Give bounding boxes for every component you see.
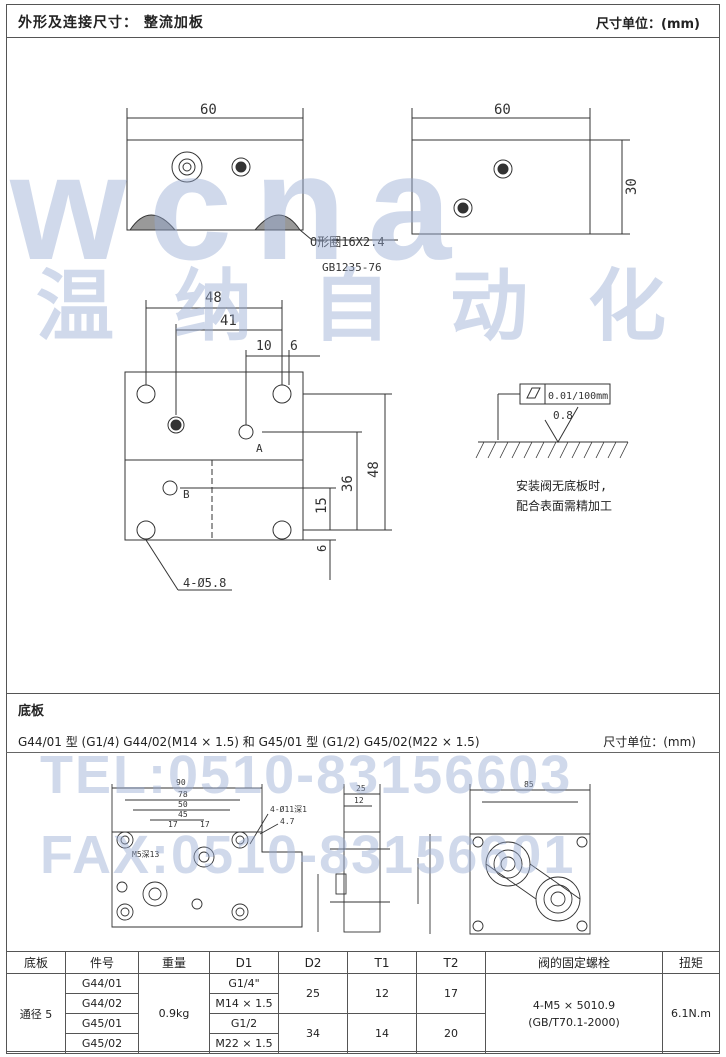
th-bolt: 阀的固定螺栓 — [485, 951, 663, 974]
dim-60-left: 60 — [200, 102, 217, 118]
oring-label: O形圈16X2.4 — [310, 235, 385, 249]
oring-std: GB1235-76 — [322, 261, 382, 274]
bottom-drawing: 90 78 50 45 17 17 25 12 4-Ø11深1 4.7 M5深1… — [111, 778, 591, 935]
dim-15: 15 — [314, 497, 330, 514]
plate-top-view — [124, 371, 304, 541]
cell-torque: 6.1N.m — [662, 973, 720, 1054]
spec-table: 底板 件号 重量 D1 D2 T1 T2 阀的固定螺栓 扭矩 通径 5 G44/… — [6, 951, 720, 1054]
unit-label: 尺寸单位：(mm) — [596, 17, 700, 32]
left-view-body — [126, 139, 304, 231]
cell-t2-a: 17 — [416, 973, 486, 1014]
dim-47: 4.7 — [280, 817, 295, 826]
note-line-1: 安装阀无底板时, — [516, 478, 607, 493]
section2-unit: 尺寸单位：(mm) — [603, 735, 696, 749]
note-line-2: 配合表面需精加工 — [516, 498, 612, 513]
page-title: 外形及连接尺寸： 整流加板 — [18, 15, 204, 31]
page-header: 外形及连接尺寸： 整流加板 尺寸单位：(mm) — [6, 4, 720, 38]
cell-d1: M14 × 1.5 — [209, 993, 279, 1014]
th-torque: 扭矩 — [662, 951, 720, 974]
cell-d1: G1/4" — [209, 973, 279, 994]
dim-85: 85 — [524, 780, 534, 789]
th-d2: D2 — [278, 951, 348, 974]
cell-group: 通径 5 — [6, 973, 66, 1054]
th-t1: T1 — [347, 951, 417, 974]
dim-50: 50 — [178, 800, 188, 809]
dim-41: 41 — [220, 313, 237, 329]
table-row: G45/01 G1/2 34 14 20 — [7, 1013, 720, 1054]
dim-6-top: 6 — [290, 339, 298, 354]
cell-part: G45/02 — [65, 1033, 139, 1054]
dim-45: 45 — [178, 810, 188, 819]
port-a: A — [256, 442, 263, 455]
port-b: B — [183, 488, 190, 501]
dim-78: 78 — [178, 790, 188, 799]
dim-30: 30 — [624, 178, 640, 195]
cell-d1: G1/2 — [209, 1013, 279, 1034]
roughness-value: 0.8 — [553, 409, 573, 422]
section2-title: 底板 — [18, 704, 45, 719]
cell-d2-b: 34 — [278, 1013, 348, 1054]
top-drawing: 60 60 30 O形圈16X2.4 GB1235-76 48 41 10 6 … — [124, 102, 640, 591]
dim-17b: 17 — [200, 820, 210, 829]
bolt-line-2: (GB/T70.1-2000) — [528, 1015, 620, 1029]
cell-part: G44/02 — [65, 993, 139, 1014]
m5-note: M5深13 — [132, 850, 159, 859]
base-plate-outline — [111, 831, 303, 928]
th-base: 底板 — [6, 951, 66, 974]
cell-t1-a: 12 — [347, 973, 417, 1014]
cell-t1-b: 14 — [347, 1013, 417, 1054]
right-view-body — [411, 139, 591, 235]
table-row: G44/02 M14 × 1.5 — [7, 993, 720, 1014]
table-header-row: 底板 件号 重量 D1 D2 T1 T2 阀的固定螺栓 扭矩 — [6, 951, 720, 974]
dim-10: 10 — [256, 339, 272, 354]
table-row: G45/02 M22 × 1.5 — [7, 1033, 720, 1054]
cell-part: G45/01 — [65, 1013, 139, 1034]
cell-d2-a: 25 — [278, 973, 348, 1014]
flatness-tolerance: 0.01/100mm — [548, 391, 608, 402]
section2-divider — [6, 752, 720, 753]
cell-d1: M22 × 1.5 — [209, 1033, 279, 1054]
cell-weight: 0.9kg — [138, 973, 210, 1054]
dim-17a: 17 — [168, 820, 178, 829]
th-part: 件号 — [65, 951, 139, 974]
dim-48-right: 48 — [366, 461, 382, 478]
dim-60-right: 60 — [494, 102, 511, 118]
right-plate-outline — [469, 833, 591, 935]
cell-bolt: 4-M5 × 5010.9 (GB/T70.1-2000) — [485, 973, 663, 1054]
holes-label: 4-Ø5.8 — [183, 576, 226, 590]
hole-note: 4-Ø11深1 — [270, 804, 307, 814]
dim-25: 25 — [356, 784, 366, 793]
dim-6-bottom: 6 — [315, 545, 329, 552]
th-weight: 重量 — [138, 951, 210, 974]
dim-90: 90 — [176, 778, 186, 787]
bolt-line-1: 4-M5 × 5010.9 — [532, 998, 616, 1012]
th-t2: T2 — [416, 951, 486, 974]
table-row: 通径 5 G44/01 0.9kg G1/4" 25 12 17 4-M5 × … — [6, 973, 720, 1054]
dim-36: 36 — [340, 475, 356, 492]
cell-t2-b: 20 — [416, 1013, 486, 1054]
dim-48-top: 48 — [205, 290, 222, 306]
th-d1: D1 — [209, 951, 279, 974]
dim-12: 12 — [354, 796, 364, 805]
cell-part: G44/01 — [65, 973, 139, 994]
section-divider — [6, 693, 720, 694]
section2-models: G44/01 型 (G1/4) G44/02(M14 × 1.5) 和 G45/… — [18, 735, 480, 749]
